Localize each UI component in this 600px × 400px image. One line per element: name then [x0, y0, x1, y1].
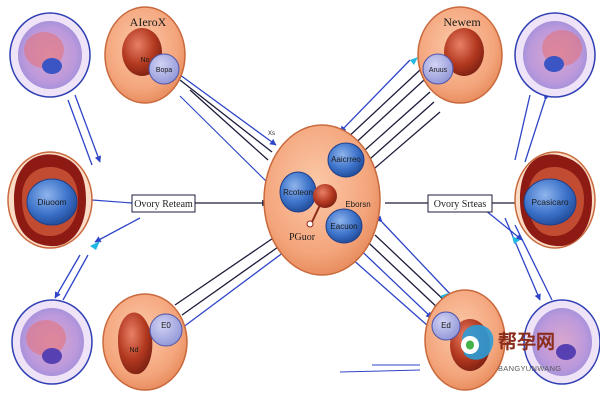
bottom-right-nucleus-label: Ed	[441, 321, 451, 330]
center-caption: PGuor	[289, 232, 316, 243]
top-left-nucleus-label: Bopa	[156, 67, 172, 74]
cell-bottom-right-purple	[523, 299, 600, 385]
center-left-label: Rcoteon	[283, 188, 313, 197]
cell-right-mid: Pcasicaro	[514, 151, 596, 249]
cell-bottom-left-orange: E0 Nd	[102, 293, 188, 391]
center-bottom-right-label-1: Eborsn	[345, 200, 370, 209]
watermark-en: BANGYUNWANG	[498, 364, 561, 373]
cell-top-right-purple	[514, 12, 596, 98]
top-right-nucleus-label: Aruus	[429, 67, 448, 74]
right-mid-cell-label: Pcasicaro	[531, 197, 569, 207]
right-label-box: Ovory Srteas	[427, 194, 493, 213]
cell-left-mid: Diuoom	[7, 151, 93, 249]
bottom-left-cell-label: Nd	[130, 347, 139, 354]
cell-top-left-purple	[9, 12, 91, 98]
left-mid-cell-label: Diuoom	[37, 197, 66, 207]
cell-top-right-orange: Newem Aruus	[417, 6, 503, 104]
left-label-box: Ovory Reteam	[131, 194, 196, 213]
arrow-tag: Xs	[268, 131, 275, 137]
center-bottom-right-label-2: Eacuon	[330, 222, 357, 231]
watermark-cn: 帮孕网	[498, 330, 555, 353]
cell-bottom-left-purple	[11, 299, 93, 385]
connector-lines	[54, 59, 553, 373]
cell-top-left-orange: AIeroX Bopa No	[104, 6, 186, 104]
svg-text:No: No	[141, 57, 150, 64]
center-cell: Rcoteon Aaicrreo Eborsn Eacuon PGuor	[263, 124, 381, 276]
left-box-label: Ovory Reteam	[134, 199, 193, 210]
right-box-label: Ovory Srteas	[434, 199, 487, 210]
top-right-title: Newem	[443, 15, 481, 29]
center-top-right-label: Aaicrreo	[331, 155, 361, 164]
top-left-title: AIeroX	[130, 15, 167, 29]
watermark-logo: 帮孕网 BANGYUNWANG	[461, 324, 561, 373]
bottom-left-nucleus-label: E0	[161, 321, 171, 330]
